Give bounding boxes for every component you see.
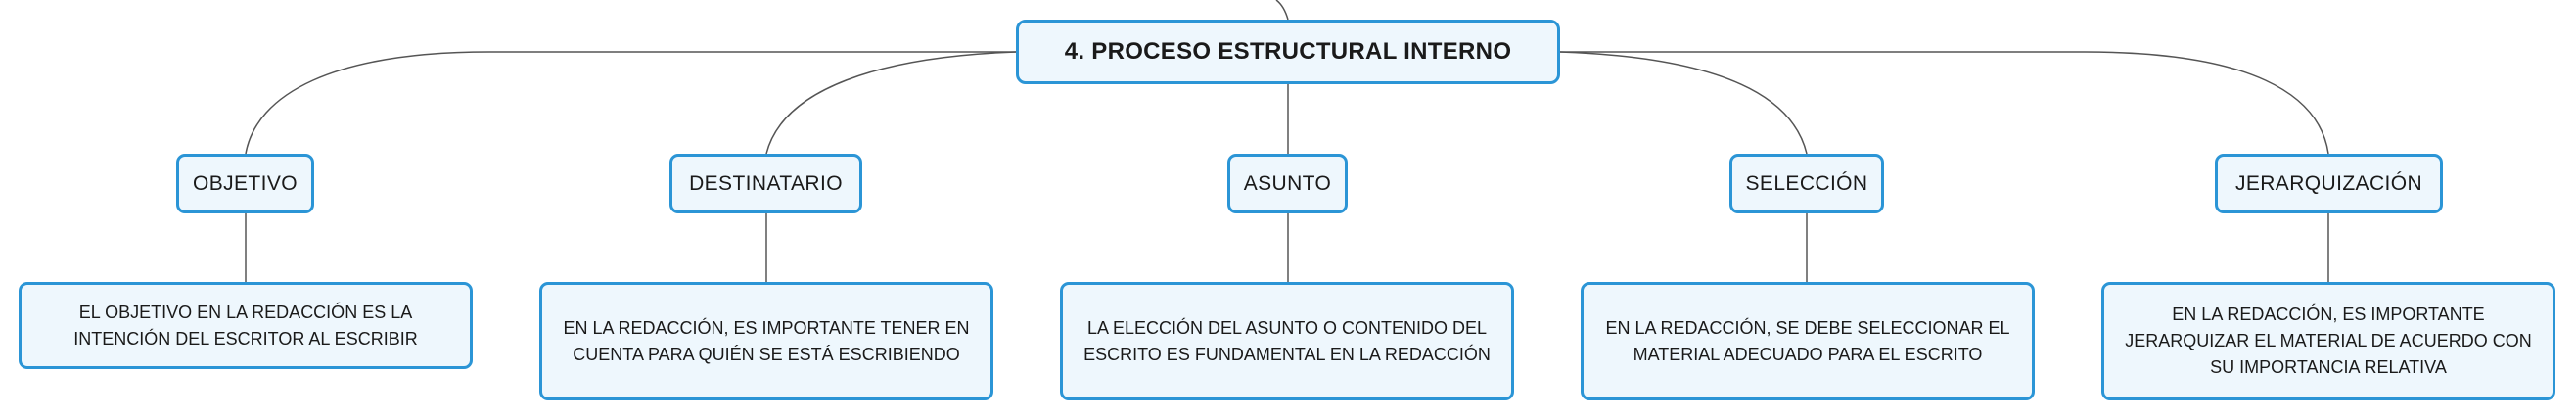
connector-root-jerarquizacion <box>1560 51 2329 155</box>
topic-node-destinatario[interactable]: DESTINATARIO <box>669 154 862 213</box>
detail-node-objetivo[interactable]: EL OBJETIVO EN LA REDACCIÓN ES LA INTENC… <box>19 282 473 369</box>
topic-node-label: SELECCIÓN <box>1745 171 1868 195</box>
connector-root-destinatario <box>765 51 1017 155</box>
topic-node-objetivo[interactable]: OBJETIVO <box>176 154 314 213</box>
detail-node-jerarquizacion[interactable]: EN LA REDACCIÓN, ES IMPORTANTE JERARQUIZ… <box>2101 282 2555 400</box>
connector-root-seleccion <box>1559 51 1808 155</box>
topic-node-label: OBJETIVO <box>192 171 299 195</box>
root-node-label: 4. PROCESO ESTRUCTURAL INTERNO <box>1064 38 1512 65</box>
detail-node-text: LA ELECCIÓN DEL ASUNTO O CONTENIDO DEL E… <box>1083 317 1491 364</box>
connector-root-objetivo <box>245 51 1016 155</box>
detail-node-asunto[interactable]: LA ELECCIÓN DEL ASUNTO O CONTENIDO DEL E… <box>1060 282 1514 400</box>
topic-node-label: JERARQUIZACIÓN <box>2234 171 2423 195</box>
topic-node-label: DESTINATARIO <box>689 171 843 195</box>
root-node[interactable]: 4. PROCESO ESTRUCTURAL INTERNO <box>1016 20 1560 84</box>
connector-parent-to-root <box>1275 0 1289 21</box>
detail-node-text: EN LA REDACCIÓN, SE DEBE SELECCIONAR EL … <box>1605 317 2010 364</box>
topic-node-seleccion[interactable]: SELECCIÓN <box>1729 154 1884 213</box>
topic-node-label: ASUNTO <box>1243 171 1332 195</box>
detail-node-text: EN LA REDACCIÓN, ES IMPORTANTE JERARQUIZ… <box>2125 304 2532 377</box>
detail-node-text: EN LA REDACCIÓN, ES IMPORTANTE TENER EN … <box>563 317 970 364</box>
detail-node-destinatario[interactable]: EN LA REDACCIÓN, ES IMPORTANTE TENER EN … <box>539 282 993 400</box>
detail-node-seleccion[interactable]: EN LA REDACCIÓN, SE DEBE SELECCIONAR EL … <box>1581 282 2035 400</box>
topic-node-jerarquizacion[interactable]: JERARQUIZACIÓN <box>2215 154 2443 213</box>
detail-node-text: EL OBJETIVO EN LA REDACCIÓN ES LA INTENC… <box>73 302 418 349</box>
topic-node-asunto[interactable]: ASUNTO <box>1227 154 1348 213</box>
